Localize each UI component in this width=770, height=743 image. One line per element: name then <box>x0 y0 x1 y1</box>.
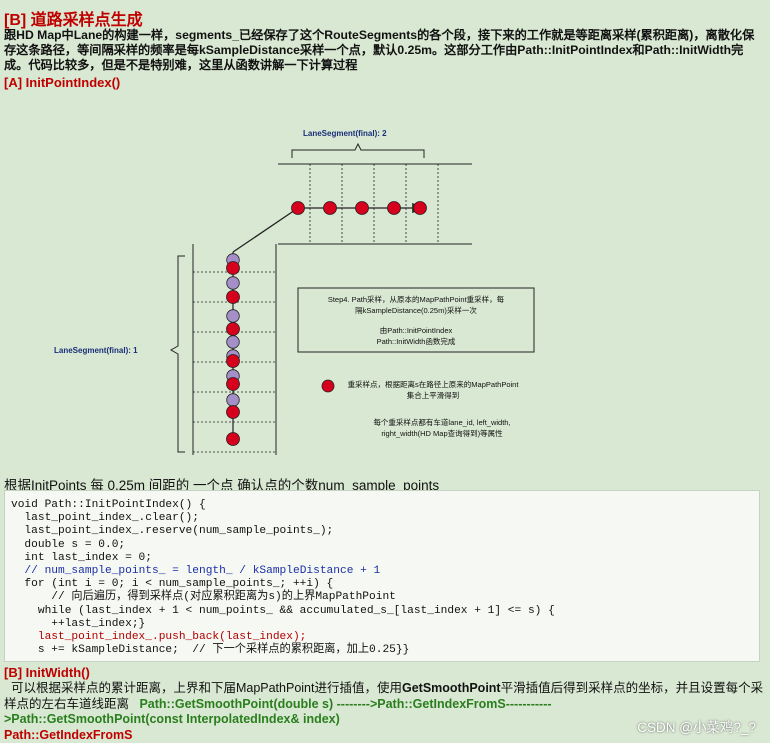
code-line: for (int i = 0; i < num_sample_points_; … <box>11 578 334 591</box>
code-line: double s = 0.0; <box>11 538 126 551</box>
section-b-body: 可以根据采样点的累计距离，上界和下届MapPathPoint进行插值，使用Get… <box>4 681 766 743</box>
code-line: // 向后遍历，得到采样点(对应累积距离为s)的上界MapPathPoint <box>11 591 396 604</box>
top-sample-points <box>291 201 427 215</box>
legend-red-2: 集合上平滑得到 <box>407 390 460 400</box>
body-b-text-2: 平滑插值后得到采样点的坐标，并且设置每个采样点的左右车道线距离 <box>4 681 764 711</box>
sampling-diagram: LaneSegment(final): 2 <box>54 129 535 455</box>
code-comment-prefix: // <box>11 565 45 578</box>
code-line: ++last_index;} <box>11 617 146 630</box>
watermark: CSDN @小菜鸡?_? <box>637 720 756 735</box>
section-b-heading: [B] InitWidth() <box>4 665 90 680</box>
code-line: int last_index = 0; <box>11 551 152 564</box>
legend-text-2: right_width(HD Map查询得到)等属性 <box>381 428 503 438</box>
code-block: void Path::InitPointIndex() { last_point… <box>4 490 760 662</box>
path-arrow <box>232 202 423 253</box>
legend-red-1: 重采样点，根据距离s在路径上原来的MapPathPoint <box>348 379 520 389</box>
num-points-description: 根据InitPoints 每 0.25m 间距的 一个点 确认点的个数num_s… <box>4 478 447 493</box>
intro-paragraph: 跟HD Map中Lane的构建一样，segments_已经保存了这个RouteS… <box>4 28 755 72</box>
code-comment-formula: num_sample_points_ = length_ / kSampleDi… <box>44 565 381 578</box>
page-title: [B] 道路采样点生成 <box>4 12 143 29</box>
section-a-heading: [A] InitPointIndex() <box>4 75 121 90</box>
body-b-green-2: >Path::GetSmoothPoint(const Interpolated… <box>4 712 340 726</box>
box-line-3: 由Path::InitPointIndex <box>380 325 453 335</box>
body-b-text-1: 可以根据采样点的累计距离，上界和下届MapPathPoint进行插值，使用 <box>10 681 402 695</box>
box-line-4: Path::InitWidth函数完成 <box>377 336 456 346</box>
code-line: last_point_index_.clear(); <box>11 512 199 525</box>
body-b-green: Path::GetSmoothPoint(double s) -------->… <box>139 696 552 711</box>
legend-text-1: 每个重采样点都有车道lane_id, left_width, <box>373 417 510 427</box>
left-sample-points <box>226 261 240 446</box>
legend-red-point <box>321 379 335 393</box>
box-line-2: 隔kSampleDistance(0.25m)采样一次 <box>355 305 477 315</box>
code-line: last_point_index_.reserve(num_sample_poi… <box>11 525 334 538</box>
step-box <box>297 287 535 353</box>
code-line-highlight: last_point_index_.push_back(last_index); <box>11 631 307 644</box>
label-top: LaneSegment(final): 2 <box>303 129 387 138</box>
label-left: LaneSegment(final): 1 <box>54 346 138 355</box>
top-brace <box>291 142 425 158</box>
left-brace <box>169 255 185 453</box>
code-line: s += kSampleDistance; // 下一个采样点的累积距离，加上0… <box>11 644 410 657</box>
body-b-bold: GetSmoothPoint <box>401 681 501 695</box>
code-line: while (last_index + 1 < num_points_ && a… <box>11 604 555 617</box>
body-b-red: Path::GetIndexFromS <box>4 727 133 742</box>
box-line-1: Step4. Path采样，从原本的MapPathPoint重采样，每 <box>328 294 505 304</box>
code-line: void Path::InitPointIndex() { <box>11 499 206 511</box>
top-lane-dashes <box>309 164 439 244</box>
